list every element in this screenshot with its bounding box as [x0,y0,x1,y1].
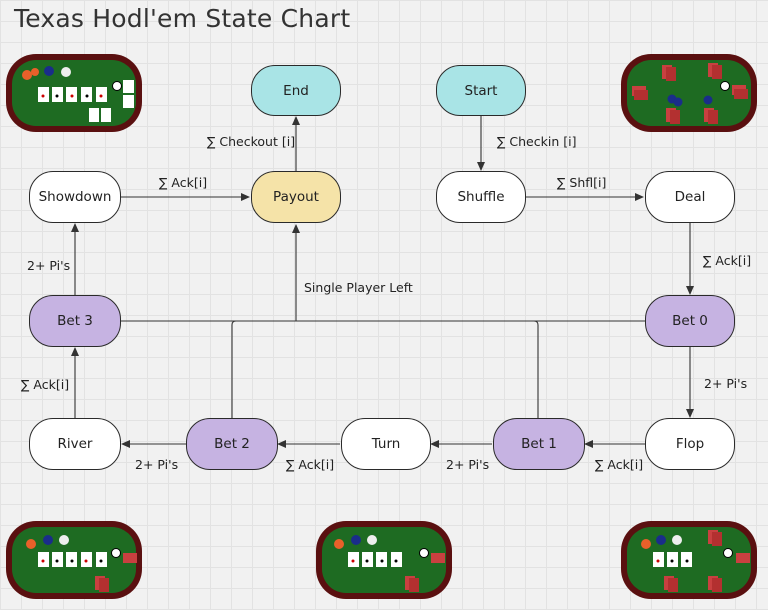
card-icon [362,552,373,567]
chip-icon [26,539,36,549]
card-icon [81,552,92,567]
card-icon [66,552,77,567]
card-back-icon [670,110,680,124]
state-bet3[interactable]: Bet 3 [29,295,121,347]
card-back-icon [712,578,722,592]
chip-icon [59,535,69,545]
card-icon [96,87,107,102]
chip-icon [673,97,683,107]
label-showdown-payout: ∑ Ack[i] [159,175,208,190]
label-river-bet3: ∑ Ack[i] [21,377,70,392]
chip-icon [672,535,682,545]
card-icon [52,552,63,567]
card-icon [38,87,49,102]
card-icon [66,87,77,102]
card-icon [89,108,99,122]
edge-bet1-bus [296,320,539,418]
card-icon [123,80,134,93]
dealer-button-icon [720,81,730,91]
label-checkin: ∑ Checkin [i] [497,134,577,149]
card-back-icon [634,90,648,100]
state-deal[interactable]: Deal [645,171,735,223]
label-turn-bet2: ∑ Ack[i] [286,457,335,472]
card-back-icon [708,110,718,124]
card-icon [81,87,92,102]
chip-icon [43,535,53,545]
state-turn[interactable]: Turn [341,418,431,470]
card-back-icon [712,532,722,546]
chip-icon [641,539,651,549]
state-bet2[interactable]: Bet 2 [186,418,278,470]
card-back-icon [99,578,109,592]
dealer-button-icon [111,548,121,558]
card-icon [681,552,692,567]
state-end[interactable]: End [251,65,341,116]
label-bet3-showdown: 2+ Pi's [27,258,71,273]
label-bet2-river: 2+ Pi's [135,457,179,472]
label-checkout: ∑ Checkout [i] [207,134,296,149]
state-bet0[interactable]: Bet 0 [645,295,735,347]
card-icon [38,552,49,567]
card-icon [667,552,678,567]
label-flop-bet1: ∑ Ack[i] [595,457,644,472]
card-back-icon [409,578,419,592]
state-payout[interactable]: Payout [251,171,341,223]
poker-table-icon [621,521,757,599]
chip-icon [31,68,39,76]
chip-icon [61,67,71,77]
chip-icon [22,70,32,80]
card-back-icon [668,578,678,592]
state-bet1[interactable]: Bet 1 [493,418,585,470]
chip-icon [656,535,666,545]
state-river[interactable]: River [29,418,121,470]
poker-table-icon [621,54,757,132]
card-icon [101,108,111,122]
card-icon [52,87,63,102]
card-back-icon [431,553,445,563]
dealer-button-icon [419,548,429,558]
label-shuffle-deal: ∑ Shfl[i] [557,175,607,190]
poker-table-icon [316,521,452,599]
label-bet1-turn: 2+ Pi's [446,457,490,472]
card-icon [123,95,134,108]
state-start[interactable]: Start [436,65,526,116]
chip-icon [703,95,713,105]
card-back-icon [666,67,676,81]
card-back-icon [712,65,722,79]
card-icon [96,552,107,567]
poker-table-icon [6,54,142,132]
chip-icon [44,66,54,76]
label-bet0-flop: 2+ Pi's [704,376,748,391]
chip-icon [351,535,361,545]
dealer-button-icon [112,81,122,91]
edge-bet2-bus [231,320,296,418]
label-deal-bet0: ∑ Ack[i] [703,253,752,268]
chip-icon [334,539,344,549]
state-showdown[interactable]: Showdown [29,171,121,223]
chip-icon [367,535,377,545]
card-icon [391,552,402,567]
card-back-icon [736,553,750,563]
state-flop[interactable]: Flop [645,418,735,470]
dealer-button-icon [723,548,733,558]
poker-table-icon [6,521,142,599]
page-title: Texas Hodl'em State Chart [14,4,351,33]
state-shuffle[interactable]: Shuffle [436,171,526,223]
card-icon [653,552,664,567]
card-back-icon [734,89,748,99]
card-back-icon [123,553,137,563]
card-icon [348,552,359,567]
card-icon [376,552,387,567]
label-single-player: Single Player Left [304,280,413,295]
